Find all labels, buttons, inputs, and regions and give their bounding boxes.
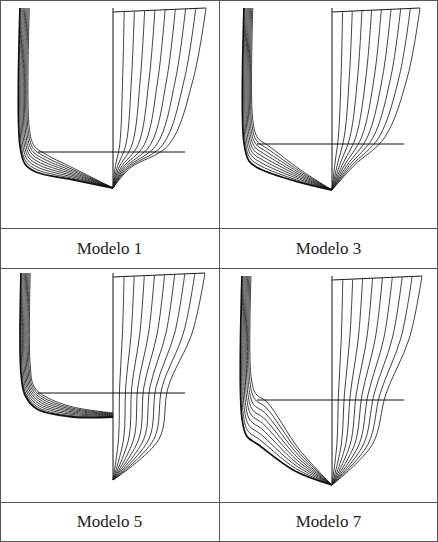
aft-section-line [249, 8, 332, 190]
fore-section-line [332, 9, 401, 190]
fore-section-line [332, 8, 420, 190]
aft-section-line [28, 8, 113, 188]
fore-section-line [332, 10, 391, 191]
aft-section-line [252, 8, 332, 190]
aft-section-line [26, 8, 113, 188]
aft-section-line [244, 276, 332, 485]
hull-body-plan [243, 8, 420, 190]
fore-section-line [332, 277, 402, 485]
aft-section-line [245, 8, 332, 190]
fore-section-line [332, 278, 392, 486]
fore-section-line [332, 9, 410, 191]
fore-section-line [332, 280, 353, 486]
aft-section-line [29, 273, 113, 413]
aft-section-line [247, 8, 332, 190]
aft-section-line [247, 276, 332, 485]
hull-body-plan [19, 8, 206, 188]
fore-section-line [332, 278, 382, 485]
aft-section-line [246, 8, 332, 190]
waterline [38, 152, 185, 153]
aft-section-line [242, 276, 332, 485]
aft-section-line [27, 8, 113, 188]
fore-section-line [332, 12, 352, 191]
aft-section-line [246, 276, 332, 485]
fore-section-line [332, 277, 412, 486]
hull-body-plan [240, 276, 422, 485]
sheer-line [332, 276, 422, 280]
caption-label: Modelo 5 [77, 512, 143, 532]
aft-section-line [243, 276, 332, 485]
sheer-line [113, 273, 205, 277]
table-rule [0, 268, 438, 269]
aft-section-line [244, 8, 332, 190]
waterline [257, 144, 404, 145]
aft-section-line [20, 8, 113, 188]
waterline [257, 400, 404, 401]
fore-section-line [113, 9, 196, 189]
fore-section-line [113, 277, 124, 480]
aft-section-line [21, 273, 113, 417]
caption-label: Modelo 7 [296, 512, 362, 532]
sheer-line [113, 8, 206, 12]
table-rule [0, 228, 438, 229]
aft-section-line [23, 8, 113, 188]
centre-line [113, 8, 114, 188]
fore-section-line [113, 11, 155, 189]
sheer-line [332, 8, 420, 12]
caption-label: Modelo 1 [77, 239, 143, 259]
aft-section-line [245, 276, 332, 485]
fore-section-line [332, 276, 422, 485]
aft-section-line [25, 273, 113, 415]
aft-section-line [250, 276, 332, 485]
fore-section-line [113, 8, 206, 188]
fore-section-line [113, 9, 186, 188]
fore-section-line [113, 277, 134, 481]
fore-section-line [332, 279, 373, 486]
caption-label: Modelo 3 [296, 239, 362, 259]
aft-section-line [24, 8, 113, 188]
table-rule [219, 0, 220, 542]
hull-body-plan [20, 273, 205, 480]
aft-section-line [19, 8, 113, 188]
aft-section-line [249, 276, 332, 485]
aft-section-line [20, 273, 113, 418]
table-rule [0, 502, 438, 503]
aft-section-line [243, 8, 332, 190]
aft-section-line [250, 8, 332, 190]
aft-section-line [248, 8, 332, 190]
aft-section-line [22, 8, 113, 188]
aft-section-line [240, 276, 332, 485]
waterline [38, 393, 185, 394]
aft-section-line [28, 273, 113, 414]
fore-section-line [113, 275, 165, 480]
centre-line [113, 273, 114, 480]
fore-section-line [113, 273, 205, 480]
centre-line [332, 276, 333, 485]
fore-section-line [332, 280, 343, 485]
fore-section-line [113, 10, 175, 189]
fore-section-line [113, 274, 185, 480]
centre-line [332, 8, 333, 190]
fore-section-line [113, 274, 195, 481]
aft-section-line [24, 273, 113, 416]
aft-section-line [21, 8, 113, 188]
aft-section-line [22, 273, 113, 416]
fore-section-line [332, 11, 362, 190]
